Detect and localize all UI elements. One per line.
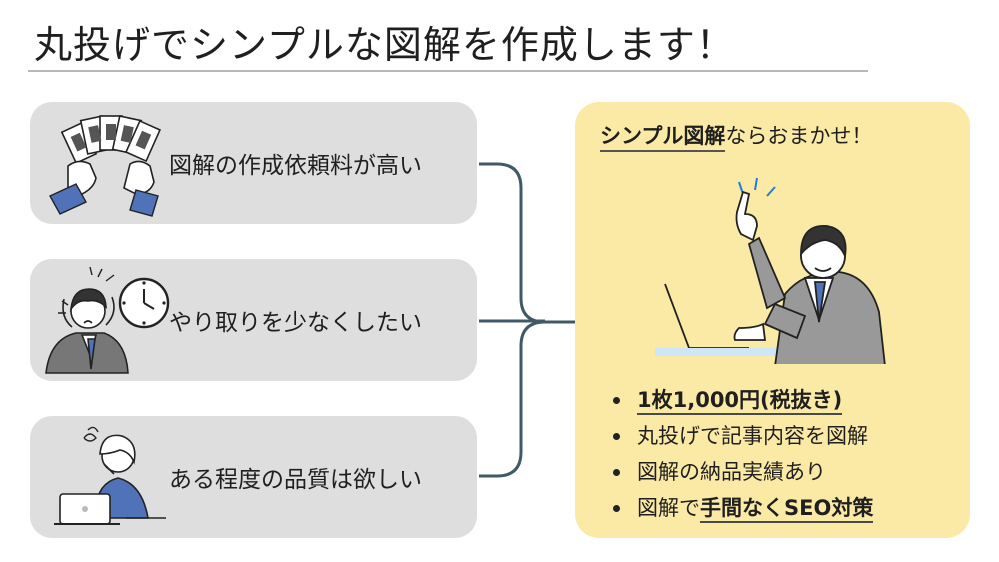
- benefit-price-text: 1枚1,000円(税抜き): [637, 388, 843, 415]
- stressed-person-clock-icon: [45, 266, 170, 374]
- solution-heading-rest: ならおまかせ！: [725, 124, 873, 148]
- solution-heading-strong: シンプル図解: [600, 124, 726, 152]
- benefit-outsource: 丸投げで記事内容を図解: [607, 418, 873, 454]
- benefit-outsource-text: 丸投げで記事内容を図解: [637, 424, 868, 448]
- title-divider: [28, 70, 868, 72]
- benefit-track-record-text: 図解の納品実績あり: [637, 460, 826, 484]
- benefit-price: 1枚1,000円(税抜き): [607, 382, 873, 418]
- problem-label-cost: 図解の作成依頼料が高い: [169, 153, 422, 179]
- solution-heading: シンプル図解ならおまかせ！: [600, 120, 873, 152]
- tired-person-laptop-icon: [54, 426, 166, 525]
- money-hands-icon: [49, 115, 162, 217]
- connector-bracket: [479, 162, 580, 478]
- problem-label-communication: やり取りを少なくしたい: [169, 310, 422, 336]
- businessman-pointing-icon: [655, 177, 886, 364]
- problem-card-quality: ある程度の品質は欲しい: [30, 416, 477, 538]
- benefit-seo-emphasis: 手間なくSEO対策: [700, 496, 874, 523]
- benefit-seo-prefix: 図解で: [637, 496, 700, 520]
- problem-card-cost: 図解の作成依頼料が高い: [30, 102, 477, 224]
- page-title: 丸投げでシンプルな図解を作成します！: [34, 23, 735, 67]
- problem-label-quality: ある程度の品質は欲しい: [169, 467, 422, 493]
- problem-card-communication: やり取りを少なくしたい: [30, 259, 477, 381]
- benefit-seo: 図解で手間なくSEO対策: [607, 490, 874, 526]
- solution-panel: シンプル図解ならおまかせ！ 1枚1,000円(税抜き) 丸投げで記事内容を図解 …: [575, 102, 970, 538]
- solution-benefits-list: 1枚1,000円(税抜き) 丸投げで記事内容を図解 図解の納品実績あり 図解で手…: [607, 382, 874, 526]
- benefit-track-record: 図解の納品実績あり: [607, 454, 873, 490]
